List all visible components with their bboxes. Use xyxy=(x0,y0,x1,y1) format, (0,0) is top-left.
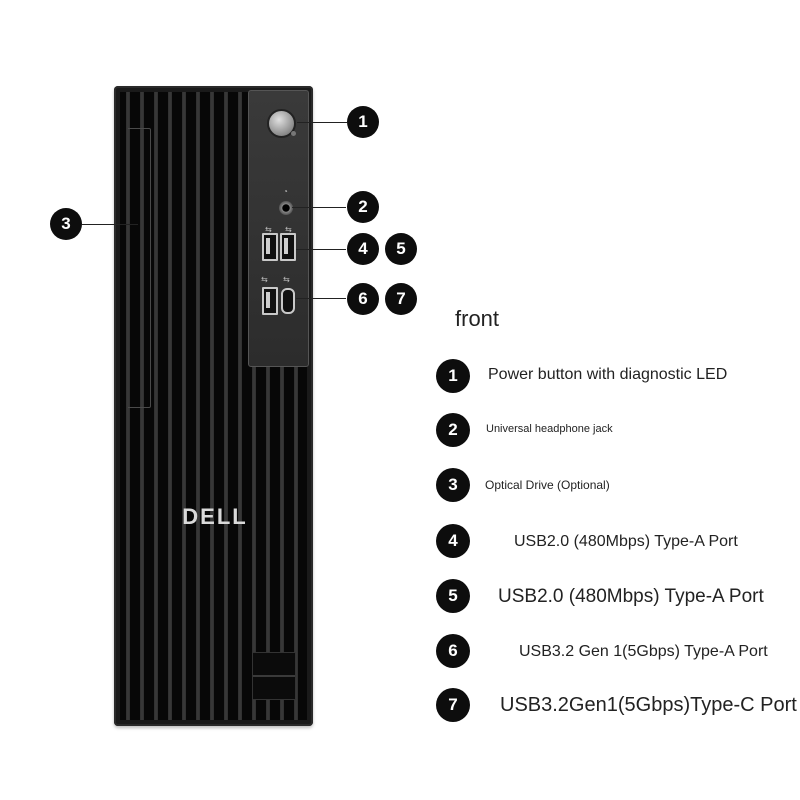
superspeed-symbol-icon: ⇆ xyxy=(283,275,290,284)
callout-badge: 5 xyxy=(385,233,417,265)
legend-item: 4 USB2.0 (480Mbps) Type-A Port xyxy=(436,524,738,558)
optical-drive-bay xyxy=(128,128,151,408)
callout-badge: 6 xyxy=(347,283,379,315)
headset-icon: ◔ xyxy=(283,187,288,196)
legend-label: USB2.0 (480Mbps) Type-A Port xyxy=(498,586,764,607)
legend-badge: 4 xyxy=(436,524,470,558)
leader-line xyxy=(292,207,346,208)
callout-badge: 4 xyxy=(347,233,379,265)
usb-symbol-icon: ⇆ xyxy=(265,225,272,234)
legend-label: USB3.2Gen1(5Gbps)Type-C Port xyxy=(500,694,797,716)
legend-item: 5 USB2.0 (480Mbps) Type-A Port xyxy=(436,579,764,613)
front-io-panel: ◔ ⇆ ⇆ ⇆ ⇆ xyxy=(248,90,309,367)
callout-badge: 1 xyxy=(347,106,379,138)
legend-label: Universal headphone jack xyxy=(486,423,613,435)
usb-a-port-icon xyxy=(280,233,296,261)
callout-badge: 7 xyxy=(385,283,417,315)
legend-badge: 7 xyxy=(436,688,470,722)
legend-badge: 3 xyxy=(436,468,470,502)
legend-badge: 2 xyxy=(436,413,470,447)
legend-badge: 6 xyxy=(436,634,470,668)
legend-label: Power button with diagnostic LED xyxy=(488,366,728,383)
usb-symbol-icon: ⇆ xyxy=(285,225,292,234)
usb-c-port-icon xyxy=(281,288,295,314)
leader-line xyxy=(297,122,347,123)
legend-label: USB3.2 Gen 1(5Gbps) Type-A Port xyxy=(519,643,768,660)
leader-line xyxy=(296,249,346,250)
legend-item: 2 Universal headphone jack xyxy=(436,413,613,447)
legend-label: Optical Drive (Optional) xyxy=(485,478,610,492)
legend-badge: 5 xyxy=(436,579,470,613)
legend-item: 6 USB3.2 Gen 1(5Gbps) Type-A Port xyxy=(436,634,768,668)
legend-label: USB2.0 (480Mbps) Type-A Port xyxy=(514,533,738,550)
dell-logo: DELL xyxy=(182,504,248,529)
callout-badge: 3 xyxy=(50,208,82,240)
headphone-jack-icon xyxy=(279,201,293,215)
diagnostic-led-icon xyxy=(291,131,296,136)
leader-line xyxy=(296,298,346,299)
legend-item: 1 Power button with diagnostic LED xyxy=(436,359,727,393)
legend-item: 3 Optical Drive (Optional) xyxy=(436,468,610,502)
legend-item: 7 USB3.2Gen1(5Gbps)Type-C Port xyxy=(436,688,797,722)
bottom-vent xyxy=(252,652,296,700)
usb-a-port-icon xyxy=(262,287,278,315)
usb-a-port-icon xyxy=(262,233,278,261)
section-title: front xyxy=(455,306,500,331)
superspeed-symbol-icon: ⇆ xyxy=(261,275,268,284)
leader-line xyxy=(82,224,138,225)
legend-badge: 1 xyxy=(436,359,470,393)
callout-badge: 2 xyxy=(347,191,379,223)
